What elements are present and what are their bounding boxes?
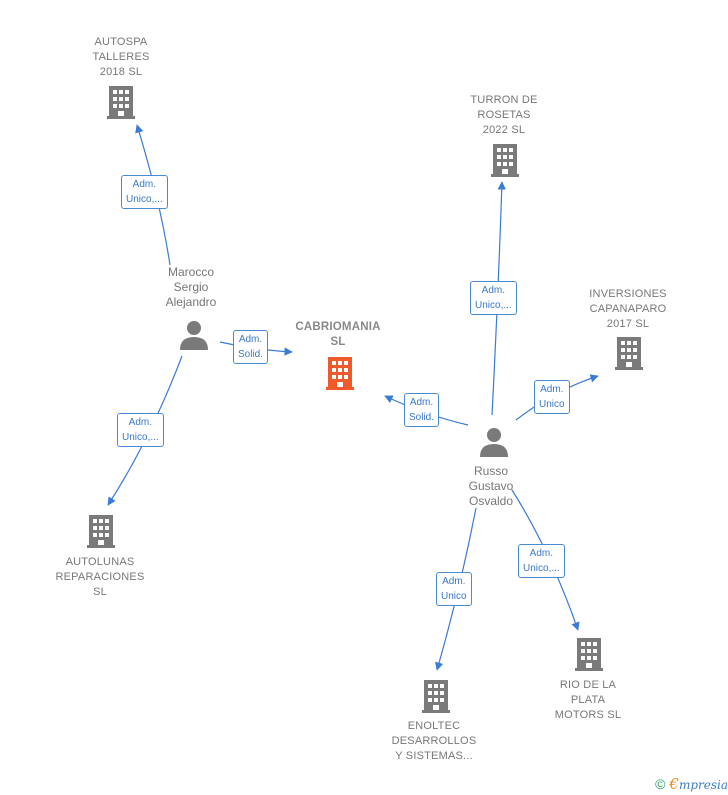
brand-initial: € [669,775,679,793]
node-label-autolunas[interactable]: AUTOLUNAS REPARACIONES SL [55,556,145,598]
node-label-inversiones[interactable]: INVERSIONES CAPANAPARO 2017 SL [589,288,667,330]
edge-label-russo-rio[interactable]: Adm. Unico,... [518,544,565,578]
edge-label-marocco-autolunas[interactable]: Adm. Unico,... [117,413,164,447]
node-label-russo[interactable]: Russo Gustavo Osvaldo [468,464,514,508]
building-icon [107,86,135,119]
building-icon [422,680,450,713]
edge-label-russo-inversiones[interactable]: Adm. Unico [534,380,570,414]
building-icon [491,144,519,177]
node-label-cabriomania[interactable]: CABRIOMANIA SL [295,321,381,348]
edge-label-russo-enoltec[interactable]: Adm. Unico [436,572,472,606]
node-label-enoltec[interactable]: ENOLTEC DESARROLLOS Y SISTEMAS... [391,720,477,762]
node-label-marocco[interactable]: Marocco Sergio Alejandro [165,265,217,309]
node-label-autospa[interactable]: AUTOSPA TALLERES 2018 SL [92,36,150,78]
edge-label-marocco-cabriomania[interactable]: Adm. Solid. [233,330,269,364]
brand-name: mpresia [678,778,728,792]
copyright-icon: © [655,776,666,792]
edge-label-russo-turron[interactable]: Adm. Unico,... [470,281,517,315]
building-icon [615,337,643,370]
building-icon [87,515,115,548]
person-icon [180,321,208,350]
building-icon [575,638,603,671]
edge-label-marocco-autospa[interactable]: Adm. Unico,... [121,175,168,209]
building-icon-focus [326,357,354,390]
node-label-rio[interactable]: RIO DE LA PLATA MOTORS SL [554,679,622,721]
person-icon [480,428,508,457]
edge-label-russo-cabriomania[interactable]: Adm. Solid. [404,393,440,427]
brand-watermark: ©€mpresia [655,775,728,793]
node-label-turron[interactable]: TURRON DE ROSETAS 2022 SL [470,94,538,136]
